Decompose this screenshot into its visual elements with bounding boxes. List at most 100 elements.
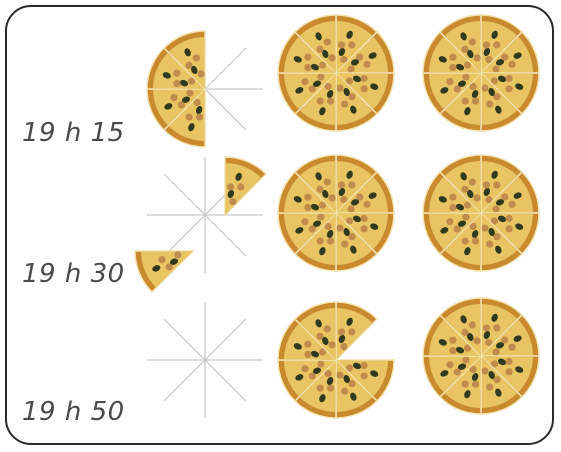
meat-topping bbox=[166, 263, 173, 270]
meat-topping bbox=[449, 54, 456, 61]
meat-topping bbox=[360, 85, 367, 92]
meat-topping bbox=[316, 186, 323, 193]
meat-topping bbox=[360, 362, 367, 369]
meat-topping bbox=[505, 358, 512, 365]
meat-topping bbox=[304, 341, 311, 348]
meat-topping bbox=[449, 204, 456, 211]
meat-topping bbox=[341, 387, 348, 394]
meat-topping bbox=[316, 46, 323, 53]
meat-topping bbox=[363, 201, 370, 208]
meat-topping bbox=[462, 213, 469, 220]
meat-topping bbox=[348, 205, 355, 212]
pizza bbox=[278, 302, 394, 418]
meat-topping bbox=[360, 225, 367, 232]
pizza bbox=[278, 155, 394, 271]
meat-topping bbox=[304, 204, 311, 211]
meat-topping bbox=[348, 65, 355, 72]
meat-topping bbox=[324, 178, 331, 185]
meat-topping bbox=[348, 380, 355, 387]
meat-topping bbox=[449, 194, 456, 201]
meat-topping bbox=[170, 94, 177, 101]
meat-topping bbox=[309, 85, 316, 92]
pizza-slice bbox=[336, 302, 377, 360]
meat-topping bbox=[481, 85, 488, 92]
meat-topping bbox=[309, 225, 316, 232]
meat-topping bbox=[356, 193, 363, 200]
meat-topping bbox=[481, 225, 488, 232]
meat-topping bbox=[473, 337, 480, 344]
meat-topping bbox=[173, 70, 180, 77]
meat-topping bbox=[317, 360, 324, 367]
meat-topping bbox=[338, 328, 345, 335]
meat-topping bbox=[317, 73, 324, 80]
meat-topping bbox=[462, 73, 469, 80]
meat-topping bbox=[327, 97, 334, 104]
meat-topping bbox=[174, 251, 181, 258]
meat-topping bbox=[505, 225, 512, 232]
meat-topping bbox=[486, 383, 493, 390]
meat-topping bbox=[317, 237, 324, 244]
meat-topping bbox=[462, 97, 469, 104]
pizza-slice bbox=[225, 157, 266, 215]
meat-topping bbox=[469, 38, 476, 45]
meat-topping bbox=[328, 194, 335, 201]
meat-topping bbox=[227, 183, 234, 190]
meat-topping bbox=[493, 376, 500, 383]
meat-topping bbox=[461, 329, 468, 336]
meat-topping bbox=[341, 240, 348, 247]
pizza bbox=[423, 298, 539, 414]
meat-topping bbox=[197, 70, 204, 77]
meat-topping bbox=[462, 380, 469, 387]
pizza bbox=[135, 157, 266, 292]
meat-topping bbox=[454, 225, 461, 232]
meat-topping bbox=[505, 215, 512, 222]
meat-topping bbox=[316, 333, 323, 340]
meat-topping bbox=[493, 233, 500, 240]
meat-topping bbox=[301, 218, 308, 225]
meat-topping bbox=[324, 325, 331, 332]
meat-topping bbox=[501, 53, 508, 60]
meat-topping bbox=[493, 324, 500, 331]
meat-topping bbox=[454, 85, 461, 92]
meat-topping bbox=[327, 384, 334, 391]
meat-topping bbox=[472, 97, 479, 104]
meat-topping bbox=[481, 368, 488, 375]
meat-topping bbox=[327, 237, 334, 244]
meat-topping bbox=[461, 186, 468, 193]
meat-topping bbox=[338, 41, 345, 48]
meat-topping bbox=[508, 61, 515, 68]
meat-topping bbox=[454, 368, 461, 375]
meat-topping bbox=[449, 64, 456, 71]
meat-topping bbox=[324, 38, 331, 45]
meat-topping bbox=[317, 213, 324, 220]
meat-topping bbox=[356, 53, 363, 60]
meat-topping bbox=[336, 225, 343, 232]
meat-topping bbox=[338, 181, 345, 188]
meat-topping bbox=[446, 78, 453, 85]
meat-topping bbox=[472, 380, 479, 387]
meat-topping bbox=[505, 75, 512, 82]
meat-topping bbox=[348, 181, 355, 188]
meat-topping bbox=[483, 181, 490, 188]
meat-topping bbox=[363, 61, 370, 68]
meat-topping bbox=[508, 344, 515, 351]
meat-topping bbox=[348, 328, 355, 335]
meat-topping bbox=[186, 89, 193, 96]
meat-topping bbox=[301, 78, 308, 85]
meat-topping bbox=[304, 64, 311, 71]
meat-topping bbox=[505, 368, 512, 375]
meat-topping bbox=[304, 194, 311, 201]
meat-topping bbox=[328, 341, 335, 348]
pizza bbox=[147, 31, 263, 147]
meat-topping bbox=[493, 93, 500, 100]
meat-topping bbox=[493, 41, 500, 48]
meat-topping bbox=[449, 337, 456, 344]
meat-topping bbox=[493, 205, 500, 212]
meat-topping bbox=[309, 372, 316, 379]
meat-topping bbox=[469, 178, 476, 185]
meat-topping bbox=[461, 46, 468, 53]
meat-topping bbox=[348, 41, 355, 48]
meat-topping bbox=[472, 237, 479, 244]
meat-topping bbox=[340, 343, 347, 350]
